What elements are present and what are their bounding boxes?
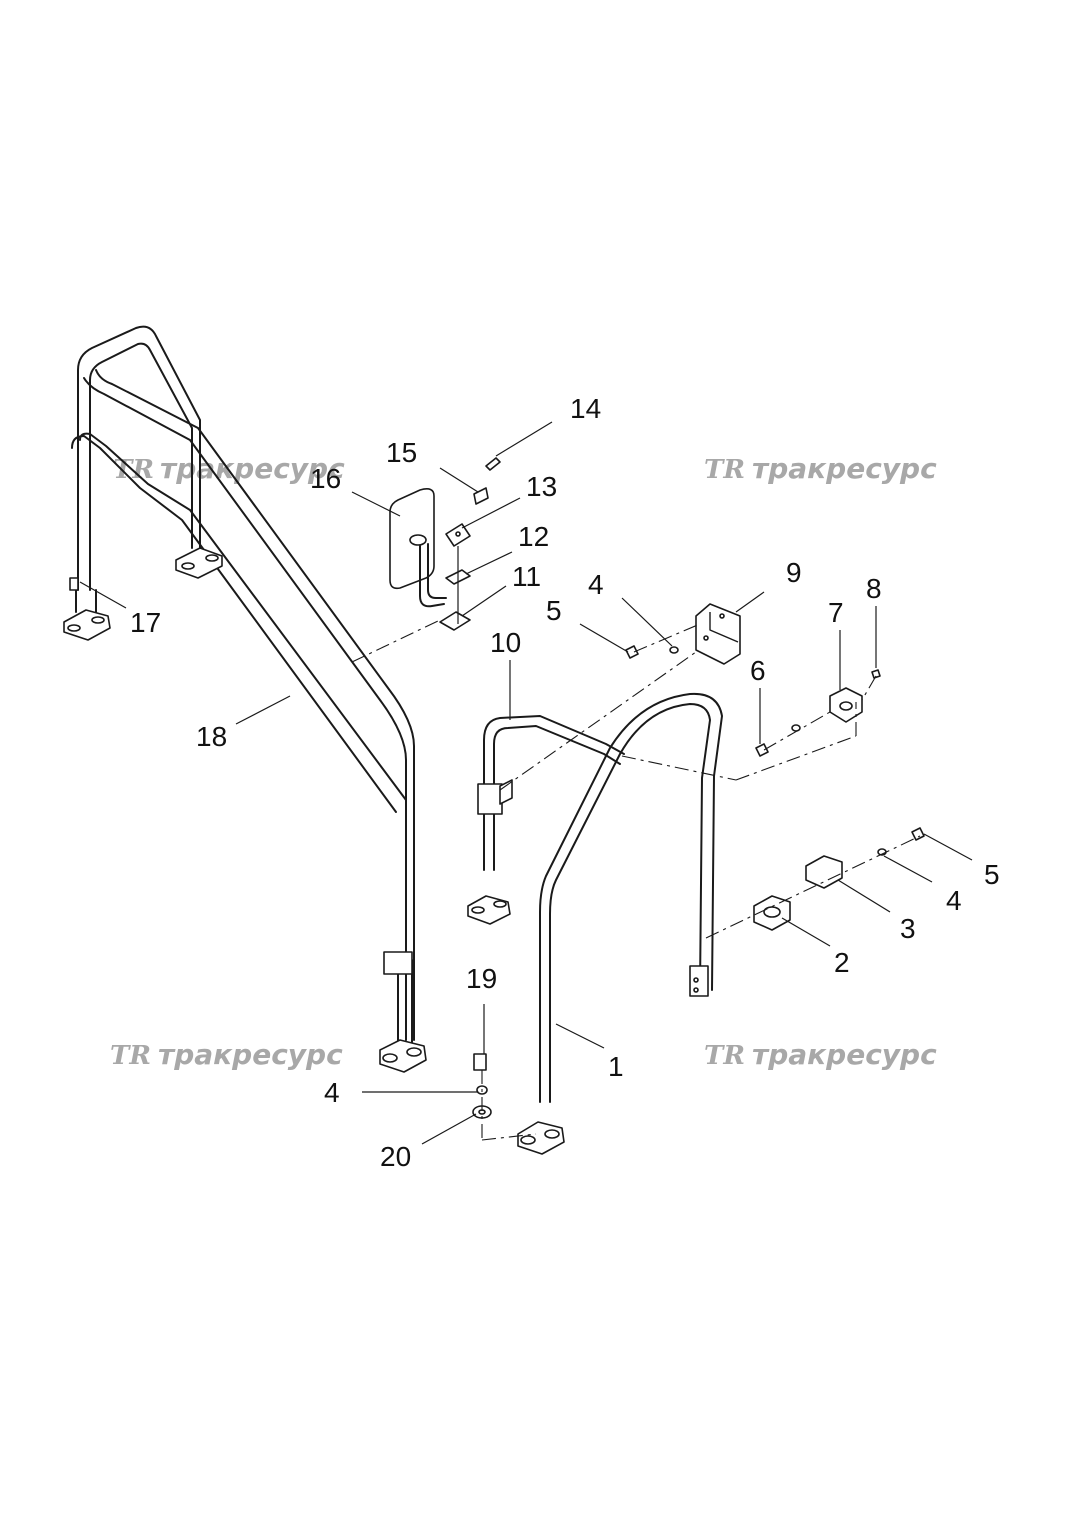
callout-10: 10 <box>490 627 521 658</box>
mirror <box>389 488 447 608</box>
svg-text:тракресурс: тракресурс <box>752 452 937 485</box>
callout-3: 3 <box>900 913 916 944</box>
callout-1: 1 <box>608 1051 624 1082</box>
handrail-left <box>71 325 427 1073</box>
callout-19: 19 <box>466 963 497 994</box>
callout-numbers: 1 2 3 4 5 4 5 6 7 8 9 10 11 12 13 14 15 … <box>130 393 1000 1172</box>
svg-text:тракресурс: тракресурс <box>752 1038 937 1071</box>
watermark-top-right: TR тракресурс <box>704 452 937 485</box>
arch-handrail <box>517 692 723 1155</box>
callout-9: 9 <box>786 557 802 588</box>
leader-lines <box>235 421 973 1145</box>
callout-17: 17 <box>130 607 161 638</box>
callout-16: 16 <box>310 463 341 494</box>
callout-14: 14 <box>570 393 601 424</box>
callout-4-top: 4 <box>588 569 604 600</box>
callout-18: 18 <box>196 721 227 752</box>
svg-text:TR: TR <box>704 455 745 485</box>
side-handle <box>467 715 625 925</box>
callout-8: 8 <box>866 573 882 604</box>
foot-plate-left <box>63 577 127 641</box>
callout-7: 7 <box>828 597 844 628</box>
watermark-top-left: TR тракресурс <box>113 452 345 485</box>
mirror-bracket-parts <box>439 457 501 631</box>
callout-12: 12 <box>518 521 549 552</box>
callout-11: 11 <box>512 561 541 592</box>
watermark-bottom-left: TR тракресурс <box>110 1038 343 1071</box>
callout-20: 20 <box>380 1141 411 1172</box>
callout-4-right: 4 <box>946 885 962 916</box>
callout-2: 2 <box>834 947 850 978</box>
assembly-lines <box>351 619 921 1141</box>
callout-13: 13 <box>526 471 557 502</box>
svg-text:TR: TR <box>110 1041 151 1071</box>
callout-5-right: 5 <box>984 859 1000 890</box>
watermark-bottom-right: TR тракресурс <box>704 1038 937 1071</box>
svg-text:TR: TR <box>704 1041 745 1071</box>
callout-6: 6 <box>750 655 766 686</box>
callout-5-top: 5 <box>546 595 562 626</box>
callout-15: 15 <box>386 437 417 468</box>
callout-4-bottom: 4 <box>324 1077 340 1108</box>
svg-text:тракресурс: тракресурс <box>160 452 345 485</box>
bracket-hardware <box>472 603 925 1119</box>
svg-text:тракресурс: тракресурс <box>158 1038 343 1071</box>
